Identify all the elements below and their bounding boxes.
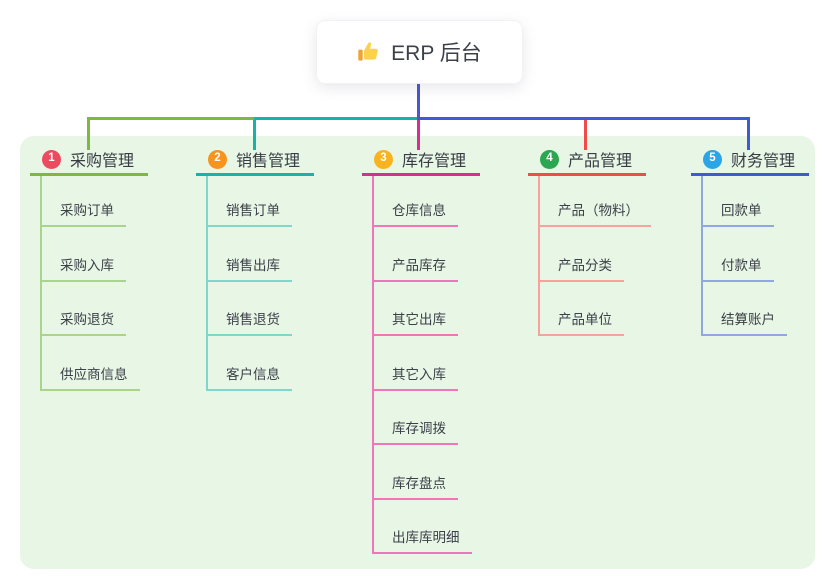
connector-bus-green xyxy=(87,117,254,120)
node-item[interactable]: 销售出库 xyxy=(208,227,292,282)
branch-children-inventory: 仓库信息 产品库存 其它出库 其它入库 库存调拨 库存盘点 出库库明细 xyxy=(372,176,480,554)
node-item[interactable]: 结算账户 xyxy=(703,282,787,336)
branch-inventory: 3 库存管理 仓库信息 产品库存 其它出库 其它入库 库存调拨 库存盘点 出库库… xyxy=(362,145,480,554)
branch-purchase: 1 采购管理 采购订单 采购入库 采购退货 供应商信息 xyxy=(30,145,148,391)
node-item[interactable]: 产品库存 xyxy=(374,227,458,282)
node-item[interactable]: 客户信息 xyxy=(208,336,292,391)
root-label: ERP 后台 xyxy=(391,42,482,65)
branch-sales: 2 销售管理 销售订单 销售出库 销售退货 客户信息 xyxy=(196,145,314,391)
branch-header-inventory[interactable]: 3 库存管理 xyxy=(362,145,480,176)
branches-background-panel xyxy=(20,136,815,569)
node-item[interactable]: 产品（物料） xyxy=(540,176,651,227)
node-item[interactable]: 采购订单 xyxy=(42,176,126,227)
connector-bus-blue xyxy=(418,117,750,120)
badge-2: 2 xyxy=(208,149,227,169)
branch-children-purchase: 采购订单 采购入库 采购退货 供应商信息 xyxy=(40,176,148,391)
connector-stub-sales xyxy=(253,117,256,150)
badge-3: 3 xyxy=(374,149,393,169)
branch-product: 4 产品管理 产品（物料） 产品分类 产品单位 xyxy=(528,145,651,336)
branch-finance: 5 财务管理 回款单 付款单 结算账户 xyxy=(691,145,809,336)
node-item[interactable]: 库存调拨 xyxy=(374,391,458,445)
connector-stub-finance xyxy=(747,117,750,150)
node-item[interactable]: 供应商信息 xyxy=(42,336,140,391)
node-item[interactable]: 库存盘点 xyxy=(374,445,458,500)
branch-label: 销售管理 xyxy=(236,153,301,170)
thumbs-up-icon xyxy=(357,40,381,64)
badge-1: 1 xyxy=(42,149,61,169)
node-item[interactable]: 产品单位 xyxy=(540,282,624,336)
node-item[interactable]: 销售退货 xyxy=(208,282,292,336)
node-item[interactable]: 出库库明细 xyxy=(374,500,472,554)
connector-stub-purchase xyxy=(87,117,90,150)
branch-children-finance: 回款单 付款单 结算账户 xyxy=(701,176,809,336)
node-item[interactable]: 产品分类 xyxy=(540,227,624,282)
node-item[interactable]: 其它出库 xyxy=(374,282,458,336)
branch-header-product[interactable]: 4 产品管理 xyxy=(528,145,646,176)
node-item[interactable]: 付款单 xyxy=(703,227,774,282)
branch-header-finance[interactable]: 5 财务管理 xyxy=(691,145,809,176)
node-item[interactable]: 回款单 xyxy=(703,176,774,227)
connector-stub-product xyxy=(584,117,587,150)
connector-bus-teal xyxy=(254,117,419,120)
node-item[interactable]: 其它入库 xyxy=(374,336,458,391)
connector-stub-inventory xyxy=(417,117,420,150)
branch-label: 采购管理 xyxy=(70,153,135,170)
root-node[interactable]: ERP 后台 xyxy=(316,20,523,84)
branch-label: 产品管理 xyxy=(568,153,633,170)
connector-root-line xyxy=(417,84,420,120)
branch-header-sales[interactable]: 2 销售管理 xyxy=(196,145,314,176)
node-item[interactable]: 销售订单 xyxy=(208,176,292,227)
branch-label: 库存管理 xyxy=(402,153,467,170)
badge-5: 5 xyxy=(703,149,722,169)
node-item[interactable]: 采购退货 xyxy=(42,282,126,336)
node-item[interactable]: 采购入库 xyxy=(42,227,126,282)
node-item[interactable]: 仓库信息 xyxy=(374,176,458,227)
badge-4: 4 xyxy=(540,149,559,169)
branch-label: 财务管理 xyxy=(731,153,796,170)
branch-header-purchase[interactable]: 1 采购管理 xyxy=(30,145,148,176)
branch-children-sales: 销售订单 销售出库 销售退货 客户信息 xyxy=(206,176,314,391)
branch-children-product: 产品（物料） 产品分类 产品单位 xyxy=(538,176,651,336)
